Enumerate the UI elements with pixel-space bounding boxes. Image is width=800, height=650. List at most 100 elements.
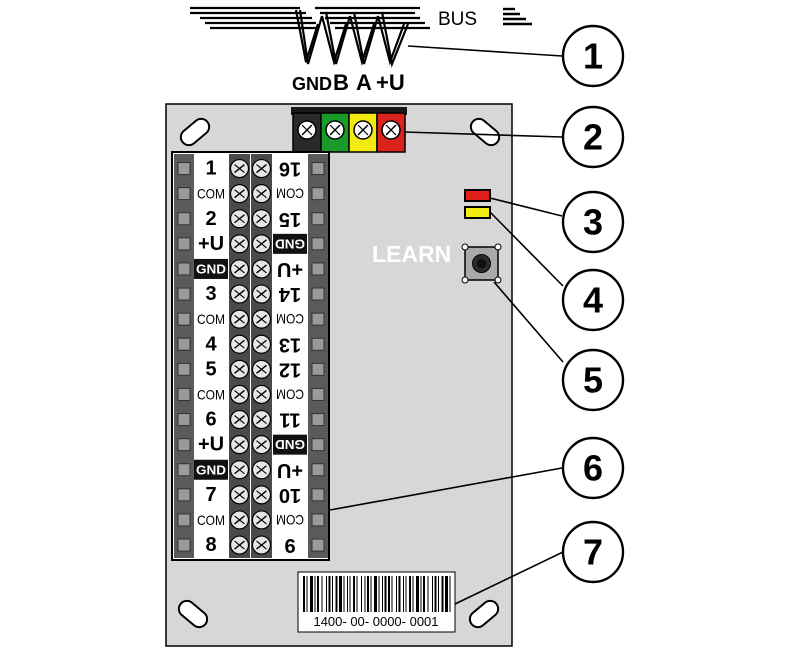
terminal-screw[interactable]: [251, 259, 272, 279]
callout-number: 6: [583, 448, 603, 489]
right-terminal-13: +U: [277, 459, 303, 481]
terminal-screw[interactable]: [251, 309, 272, 329]
terminal-screw[interactable]: [251, 384, 272, 405]
pin: [311, 538, 325, 552]
right-terminal-label: GND: [275, 236, 305, 251]
right-terminal-3: 15: [279, 208, 301, 230]
mounting-hole: [177, 599, 209, 629]
terminal-screw[interactable]: [251, 334, 272, 354]
terminal-screw[interactable]: [251, 284, 272, 304]
callout-5: 5: [561, 348, 625, 412]
left-terminal-label: COM: [197, 386, 225, 402]
terminal-screw[interactable]: [251, 158, 272, 179]
terminal-screw[interactable]: [229, 158, 250, 179]
terminal-screw[interactable]: [251, 234, 272, 254]
terminal-screw[interactable]: [251, 435, 272, 455]
bus-label-a: A: [356, 70, 372, 95]
right-terminal-2: COM: [276, 186, 304, 202]
left-terminal-label: COM: [197, 311, 225, 327]
left-terminal-label: 6: [205, 409, 216, 431]
pin: [177, 187, 191, 201]
left-terminal-11: 6: [205, 409, 216, 431]
terminal-screw[interactable]: [229, 234, 250, 254]
terminal-screw[interactable]: [229, 284, 250, 304]
right-terminal-6: 14: [278, 283, 301, 305]
pin: [311, 212, 325, 226]
terminal-screw[interactable]: [229, 535, 250, 555]
left-terminal-label: 3: [205, 283, 216, 305]
led-yellow: [464, 206, 491, 219]
bus-terminal-3[interactable]: [348, 112, 378, 153]
right-terminal-8: 13: [279, 333, 301, 355]
left-terminal-15: COM: [197, 512, 225, 528]
terminal-screw[interactable]: [251, 510, 272, 530]
bus-label-gnd: GND: [292, 74, 332, 94]
terminal-screw[interactable]: [229, 334, 250, 354]
terminal-screw[interactable]: [229, 409, 250, 430]
terminal-screw[interactable]: [251, 359, 272, 379]
right-terminal-11: 11: [279, 409, 300, 431]
pin: [177, 212, 191, 226]
terminal-screw[interactable]: [229, 460, 250, 480]
left-terminal-label: 5: [205, 358, 216, 380]
callout-number: 3: [583, 202, 603, 243]
pin: [311, 237, 325, 251]
right-terminal-12: GND: [273, 434, 307, 455]
right-terminal-label: COM: [276, 512, 304, 528]
bus-connector-top: [291, 107, 407, 115]
right-terminal-1: 16: [279, 158, 301, 180]
left-pin-strip: [174, 154, 194, 558]
terminal-screw[interactable]: [251, 184, 272, 204]
barcode: [303, 576, 451, 612]
bus-terminal-4[interactable]: [376, 112, 406, 153]
left-terminal-8: 4: [205, 333, 217, 355]
right-terminal-4: GND: [273, 233, 307, 254]
left-terminal-label: +U: [198, 434, 224, 456]
left-terminal-label: 8: [205, 534, 216, 556]
terminal-screw[interactable]: [229, 485, 250, 505]
right-terminal-label: COM: [276, 311, 304, 327]
bus-label-u: +U: [376, 70, 405, 95]
terminal-screw[interactable]: [229, 309, 250, 329]
left-terminal-2: COM: [197, 186, 225, 202]
bus-terminal-2[interactable]: [320, 112, 350, 153]
right-terminal-label: 13: [279, 333, 301, 355]
terminal-screw[interactable]: [229, 209, 250, 229]
terminal-screw[interactable]: [229, 359, 250, 379]
terminal-screw[interactable]: [251, 535, 272, 555]
callout-leaders: [329, 45, 564, 605]
left-terminal-label: 2: [205, 208, 216, 230]
screw-strip-left: [229, 154, 250, 558]
callout-number: 5: [583, 360, 603, 401]
bus-terminal-1[interactable]: [292, 112, 322, 153]
terminal-screw[interactable]: [251, 485, 272, 505]
right-terminal-label: 12: [279, 358, 301, 380]
right-terminal-label: 14: [278, 283, 301, 305]
left-terminal-6: 3: [205, 283, 216, 305]
left-terminal-label: 4: [205, 333, 217, 355]
right-terminal-label: 16: [279, 158, 301, 180]
bus-title: BUS: [438, 9, 477, 30]
terminal-screw[interactable]: [229, 510, 250, 530]
right-terminal-label: 15: [279, 208, 301, 230]
terminal-screw[interactable]: [251, 460, 272, 480]
pin: [177, 237, 191, 251]
terminal-screw[interactable]: [229, 184, 250, 204]
left-terminal-3: 2: [205, 208, 216, 230]
learn-button[interactable]: [461, 243, 502, 284]
callout-2: 2: [561, 105, 625, 169]
pin: [177, 513, 191, 527]
pin: [311, 387, 325, 401]
right-terminal-5: +U: [277, 258, 303, 280]
left-terminal-label: GND: [196, 261, 226, 276]
pin: [177, 488, 191, 502]
led-red: [464, 189, 491, 202]
terminal-screw[interactable]: [251, 209, 272, 229]
terminal-screw[interactable]: [229, 259, 250, 279]
terminal-screw[interactable]: [229, 435, 250, 455]
terminal-screw[interactable]: [251, 409, 272, 430]
left-terminal-10: COM: [197, 386, 225, 402]
terminal-screw[interactable]: [229, 384, 250, 405]
